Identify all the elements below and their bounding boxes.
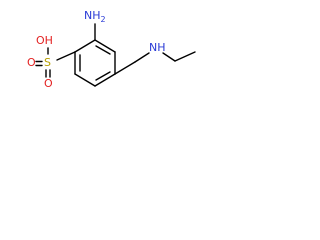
ring-bond-c6-c1 [94, 39, 116, 53]
ring-double-bond-bottom [95, 71, 111, 81]
amine-subscript: 2 [101, 15, 106, 24]
molecule-structure: NH2 OH S O O NH [27, 9, 196, 90]
ring-bond-c1-c2 [74, 39, 96, 53]
atom-label-amine: NH2 [84, 9, 106, 24]
atom-label-sulfur: S [44, 56, 51, 69]
ring-bond-c4-c5 [94, 73, 116, 87]
atom-label-hydroxyl: OH [36, 34, 53, 47]
chemical-structure-canvas: NH2 OH S O O NH [0, 0, 222, 106]
atom-label-secondary-amine: NH [149, 41, 166, 54]
amine-text: NH [84, 9, 101, 22]
bond-nitrogen-to-ethyl [162, 52, 176, 62]
benzene-ring [74, 39, 116, 87]
atom-label-oxygen-bottom: O [44, 77, 53, 90]
bond-ethyl-ch2-ch3 [174, 51, 196, 62]
bond-methylene-to-nitrogen [134, 52, 150, 63]
ring-bond-c3-c4 [74, 73, 96, 87]
atom-label-oxygen-left: O [27, 56, 36, 69]
bond-ring-to-sulfur [56, 51, 76, 61]
ethylaminomethyl-chain [114, 51, 196, 75]
sulfonic-acid-group [35, 47, 76, 78]
ring-double-bond-top [95, 45, 111, 55]
bond-ring-to-methylene [114, 61, 136, 75]
